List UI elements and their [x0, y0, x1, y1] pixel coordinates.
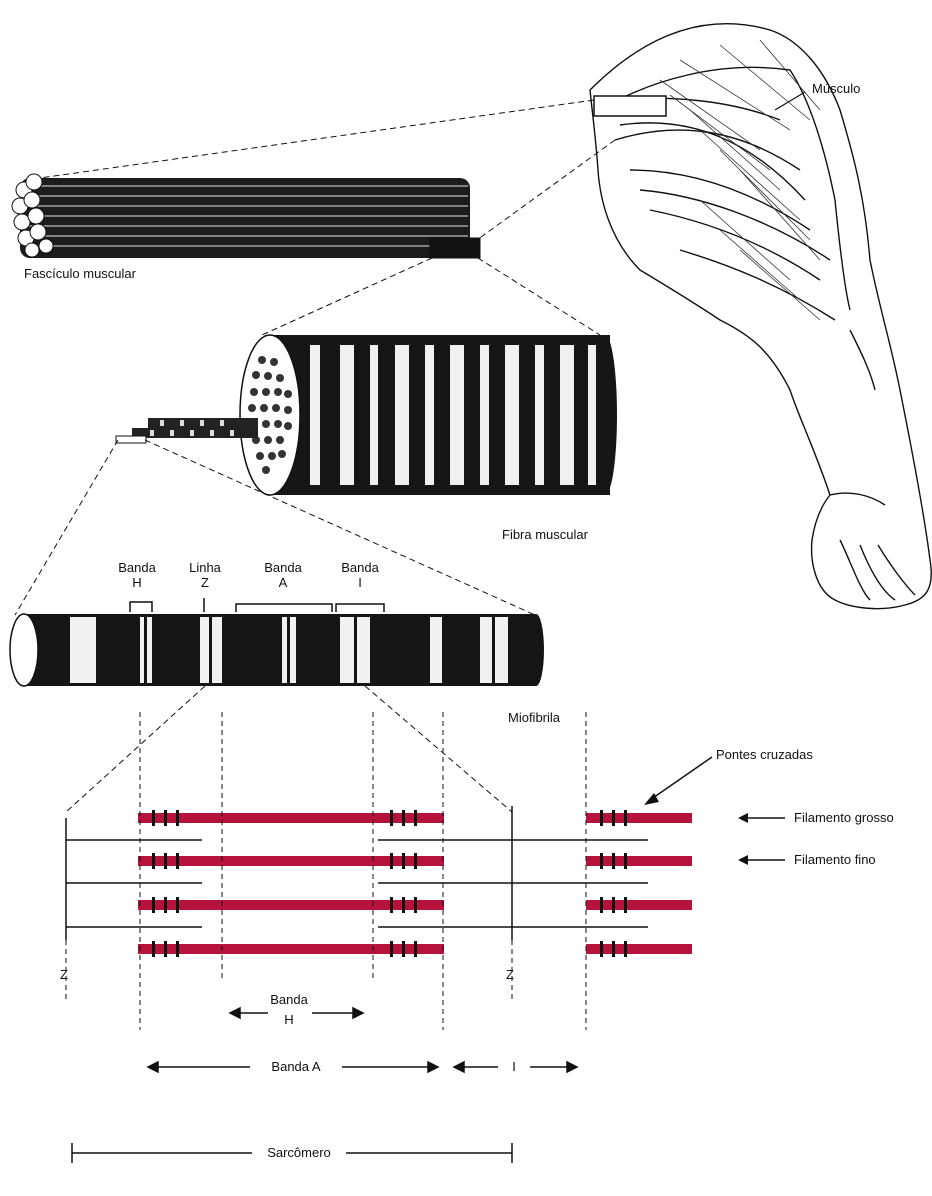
label-pontes-cruzadas: Pontes cruzadas	[716, 747, 813, 762]
cross-bridge	[612, 941, 615, 957]
cross-bridge	[176, 810, 179, 826]
cross-bridge	[402, 941, 405, 957]
cross-bridge	[152, 941, 155, 957]
cross-bridge	[600, 941, 603, 957]
cross-bridge	[152, 897, 155, 913]
label-filamento-grosso: Filamento grosso	[794, 810, 894, 825]
cross-bridge	[600, 810, 603, 826]
cross-bridge	[612, 897, 615, 913]
label-miofibrila: Miofibrila	[508, 710, 560, 725]
label-linha-z: Linha Z	[180, 560, 230, 590]
cross-bridge	[624, 941, 627, 957]
label-banda-h-top: Banda H	[112, 560, 162, 590]
label-banda-a-top-letter: A	[258, 575, 308, 590]
thick-filament	[138, 900, 444, 910]
cross-bridge	[402, 853, 405, 869]
label-banda-h-bottom-letter: H	[266, 1012, 312, 1027]
cross-bridge	[414, 853, 417, 869]
cross-bridge	[414, 897, 417, 913]
cross-bridge	[164, 810, 167, 826]
cross-bridge	[600, 897, 603, 913]
cross-bridge	[390, 810, 393, 826]
label-fibra-muscular: Fibra muscular	[502, 527, 588, 542]
cross-bridge	[176, 941, 179, 957]
cross-bridge	[402, 810, 405, 826]
cross-bridge	[164, 941, 167, 957]
cross-bridge	[152, 810, 155, 826]
label-banda-a-bottom: Banda A	[250, 1059, 342, 1074]
thick-filament	[138, 944, 444, 954]
label-filamento-fino: Filamento fino	[794, 852, 876, 867]
label-musculo: Músculo	[812, 81, 860, 96]
fascicle-illustration	[12, 174, 480, 258]
cross-bridge	[402, 897, 405, 913]
thick-filament	[138, 856, 444, 866]
cross-bridge	[624, 810, 627, 826]
muscle-fiber-illustration	[116, 335, 617, 495]
label-sarcomero: Sarcômero	[252, 1145, 346, 1160]
cross-bridge	[414, 810, 417, 826]
thick-filament	[138, 813, 444, 823]
filament-arrows	[738, 813, 785, 865]
cross-bridge	[390, 853, 393, 869]
label-linha-z-letter: Z	[180, 575, 230, 590]
label-banda-a-top: Banda A	[258, 560, 308, 590]
cross-bridge	[612, 853, 615, 869]
label-i-bottom: I	[502, 1059, 526, 1074]
label-linha-z-word: Linha	[180, 560, 230, 575]
label-banda-i-top: Banda I	[335, 560, 385, 590]
label-z-mid: Z	[506, 967, 514, 982]
label-fasciculo-muscular: Fascículo muscular	[24, 266, 136, 281]
label-banda-i-top-letter: I	[335, 575, 385, 590]
label-banda-h-top-word: Banda	[112, 560, 162, 575]
cross-bridge	[600, 853, 603, 869]
myofibril-illustration	[10, 598, 544, 686]
cross-bridge	[624, 897, 627, 913]
cross-bridge	[414, 941, 417, 957]
label-z-left: Z	[60, 967, 68, 982]
label-banda-h-top-letter: H	[112, 575, 162, 590]
cross-bridge	[176, 853, 179, 869]
zoom-lines-2	[262, 258, 600, 335]
label-banda-i-top-word: Banda	[335, 560, 385, 575]
zoom-lines-4	[66, 686, 512, 812]
label-banda-h-bottom: Banda H	[266, 992, 312, 1027]
sarcomere-guides	[66, 712, 586, 1030]
sarcomere-diagram	[66, 806, 692, 957]
cross-bridge	[164, 853, 167, 869]
cross-bridge	[612, 810, 615, 826]
cross-bridge	[624, 853, 627, 869]
cross-bridge	[390, 941, 393, 957]
pontes-arrow	[644, 757, 712, 805]
cross-bridge	[164, 897, 167, 913]
cross-bridge	[390, 897, 393, 913]
muscle-callout-box	[594, 96, 666, 116]
label-banda-a-top-word: Banda	[258, 560, 308, 575]
label-banda-h-bottom-word: Banda	[266, 992, 312, 1007]
cross-bridge	[152, 853, 155, 869]
dimension-arrows	[72, 1008, 577, 1163]
cross-bridge	[176, 897, 179, 913]
